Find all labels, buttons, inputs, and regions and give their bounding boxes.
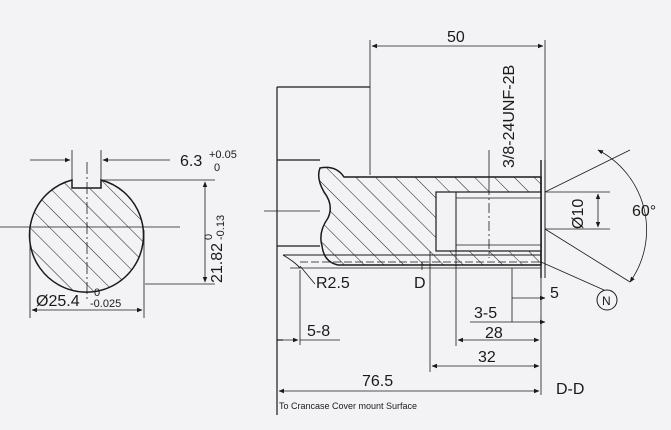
dim-5-value: 5: [550, 285, 559, 302]
bore-diameter-label-group: Ø10: [570, 199, 587, 229]
diameter-tol-upper: 0: [94, 287, 100, 299]
diameter-tol-lower: -0.025: [90, 298, 121, 310]
dim-28-value: 28: [485, 325, 503, 342]
shaft-section-dd: [264, 40, 647, 415]
roughness-symbol-text: N: [602, 294, 611, 308]
chamfer-angle-value: 60°: [632, 203, 656, 220]
dim-5-8-value: 5-8: [307, 323, 330, 340]
shaft-section-hatched: [28, 179, 145, 293]
thread-spec: 3/8-24UNF-2B: [501, 65, 518, 168]
radius-value: R2.5: [316, 275, 350, 292]
section-dd-label: D-D: [556, 381, 584, 398]
key-depth-label-group: 21.82 0 -0.13: [203, 215, 227, 283]
chamfer-angle-arc: [597, 149, 647, 283]
dim-3-5-value: 3-5: [474, 305, 497, 322]
section-letter: D: [414, 275, 426, 292]
keyway-width-tol-upper: +0.05: [209, 149, 237, 161]
thread-label-group: 3/8-24UNF-2B: [501, 65, 518, 168]
keyway-width-value: 6.3: [180, 153, 202, 170]
bore-diameter-value: Ø10: [570, 199, 587, 229]
dim-50-value: 50: [447, 29, 465, 46]
roughness-symbol: N: [596, 289, 618, 311]
diameter-value: Ø25.4: [36, 293, 80, 310]
threaded-bore: [435, 191, 542, 252]
key-depth-tol-lower: -0.13: [215, 215, 227, 240]
dim-32-value: 32: [478, 349, 496, 366]
shaft-cross-section: [0, 150, 215, 318]
key-depth-value: 21.82: [209, 243, 226, 283]
mount-surface-note: To Crancase Cover mount Surface: [279, 401, 417, 411]
key-depth-tol-upper: 0: [203, 234, 215, 240]
keyway-width-tol-lower: 0: [214, 162, 220, 174]
dim-76-5-value: 76.5: [362, 373, 393, 390]
